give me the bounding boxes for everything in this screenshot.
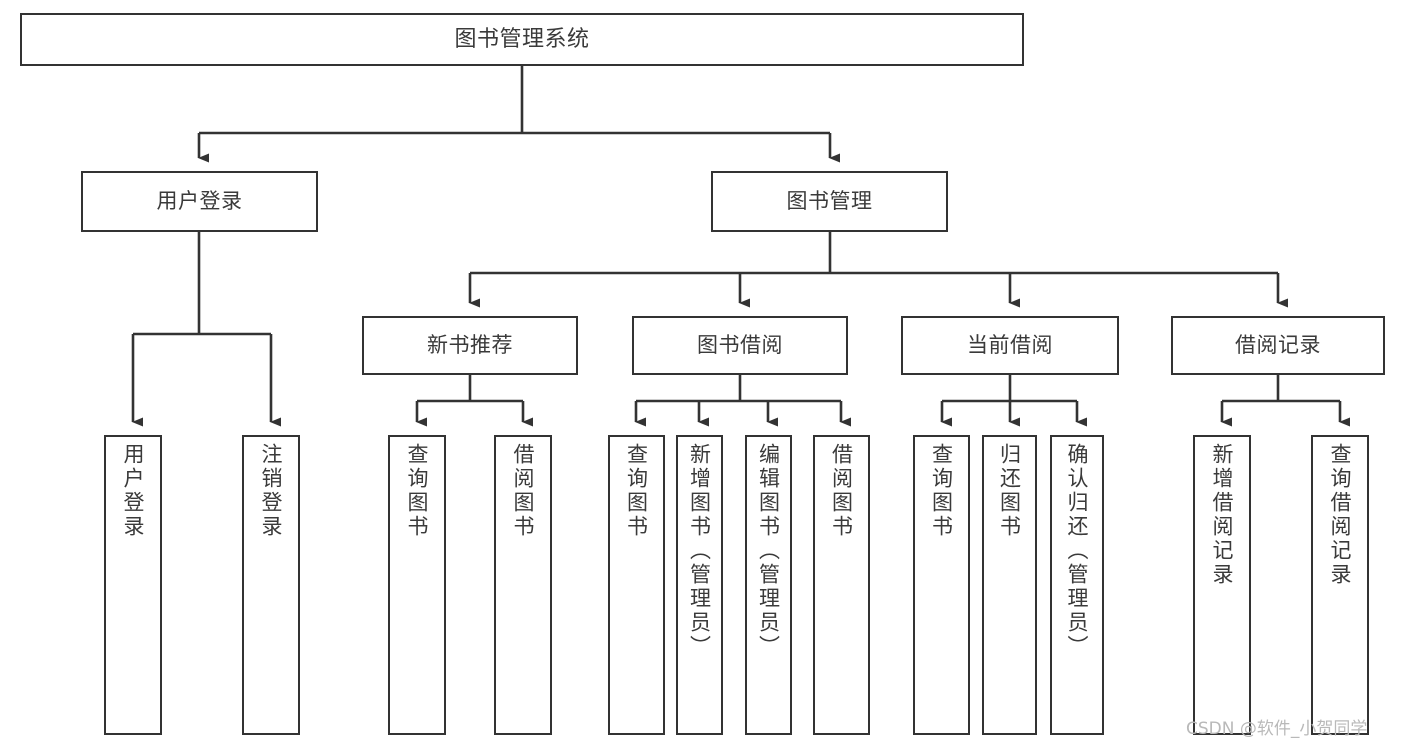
node-leaf-confirm-return-admin[interactable]: 确认归还（管理员）: [1050, 435, 1104, 735]
node-label: 用户登录: [156, 189, 243, 214]
node-label: 借阅图书: [511, 443, 536, 539]
node-leaf-borrow-book[interactable]: 借阅图书: [813, 435, 870, 735]
node-label: 编辑图书（管理员）: [756, 443, 781, 659]
node-leaf-logout[interactable]: 注销登录: [242, 435, 300, 735]
node-label: 新增借阅记录: [1210, 443, 1235, 587]
node-submodule-borrow-record[interactable]: 借阅记录: [1171, 316, 1385, 375]
node-leaf-return-book[interactable]: 归还图书: [982, 435, 1037, 735]
node-leaf-query-book-borrow[interactable]: 查询图书: [608, 435, 665, 735]
node-submodule-new-book-recommend[interactable]: 新书推荐: [362, 316, 578, 375]
node-leaf-query-book-recommend[interactable]: 查询图书: [388, 435, 446, 735]
node-label: 图书管理: [786, 189, 873, 214]
node-label: 查询借阅记录: [1328, 443, 1353, 587]
node-label: 确认归还（管理员）: [1065, 443, 1090, 659]
node-leaf-query-book-current[interactable]: 查询图书: [913, 435, 970, 735]
node-root-system[interactable]: 图书管理系统: [20, 13, 1024, 66]
node-label: 借阅记录: [1235, 333, 1321, 358]
node-label: 查询图书: [929, 443, 954, 539]
node-label: 图书借阅: [697, 333, 783, 358]
node-module-book-management[interactable]: 图书管理: [711, 171, 948, 232]
node-leaf-add-borrow-record[interactable]: 新增借阅记录: [1193, 435, 1251, 735]
node-label: 归还图书: [997, 443, 1022, 539]
node-leaf-query-borrow-record[interactable]: 查询借阅记录: [1311, 435, 1369, 735]
node-leaf-edit-book-admin[interactable]: 编辑图书（管理员）: [745, 435, 792, 735]
node-label: 新增图书（管理员）: [687, 443, 712, 659]
node-module-user-login[interactable]: 用户登录: [81, 171, 318, 232]
node-label: 当前借阅: [967, 333, 1053, 358]
node-label: 借阅图书: [829, 443, 854, 539]
node-label: 查询图书: [624, 443, 649, 539]
node-leaf-user-login[interactable]: 用户登录: [104, 435, 162, 735]
node-leaf-borrow-book-recommend[interactable]: 借阅图书: [494, 435, 552, 735]
node-label: 用户登录: [121, 443, 146, 539]
node-leaf-add-book-admin[interactable]: 新增图书（管理员）: [676, 435, 723, 735]
node-label: 注销登录: [259, 443, 284, 539]
node-submodule-current-borrow[interactable]: 当前借阅: [901, 316, 1119, 375]
node-label: 图书管理系统: [454, 26, 590, 52]
node-submodule-book-borrow[interactable]: 图书借阅: [632, 316, 848, 375]
csdn-watermark: CSDN @软件_小贺同学: [1186, 719, 1368, 739]
node-label: 查询图书: [405, 443, 430, 539]
node-label: 新书推荐: [427, 333, 513, 358]
